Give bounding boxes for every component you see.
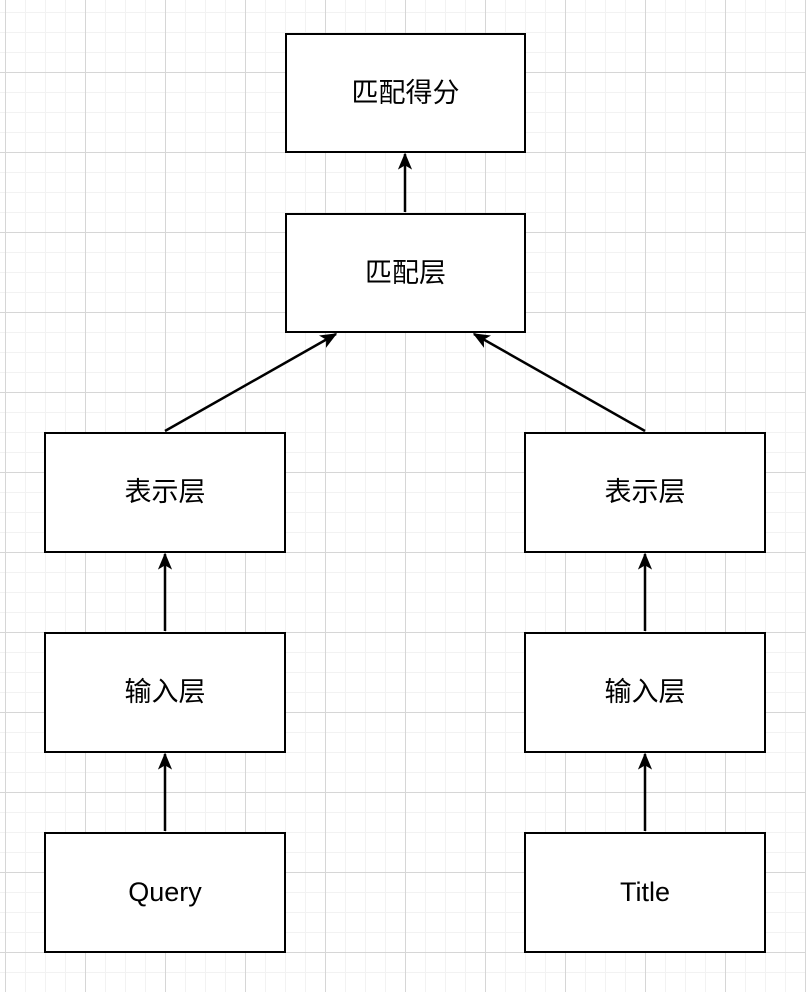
node-title[interactable]: Title: [524, 832, 766, 953]
node-representation-layer-query[interactable]: 表示层: [44, 432, 286, 553]
node-input-layer-title[interactable]: 输入层: [524, 632, 766, 753]
node-match-score-label: 匹配得分: [351, 77, 460, 108]
node-input-layer-query-label: 输入层: [124, 677, 206, 708]
node-representation-layer-title-label: 表示层: [604, 477, 686, 508]
node-match-score[interactable]: 匹配得分: [285, 33, 526, 153]
arrow-repr-title-to-match-layer[interactable]: [472, 332, 646, 433]
node-query-label: Query: [128, 877, 202, 908]
node-input-layer-query[interactable]: 输入层: [44, 632, 286, 753]
node-title-label: Title: [619, 877, 670, 908]
node-match-layer[interactable]: 匹配层: [285, 213, 526, 333]
node-representation-layer-query-label: 表示层: [124, 477, 206, 508]
node-input-layer-title-label: 输入层: [604, 677, 686, 708]
node-match-layer-label: 匹配层: [365, 257, 446, 288]
arrow-repr-query-to-match-layer[interactable]: [164, 332, 338, 433]
node-query[interactable]: Query: [44, 832, 286, 953]
node-representation-layer-title[interactable]: 表示层: [524, 432, 766, 553]
